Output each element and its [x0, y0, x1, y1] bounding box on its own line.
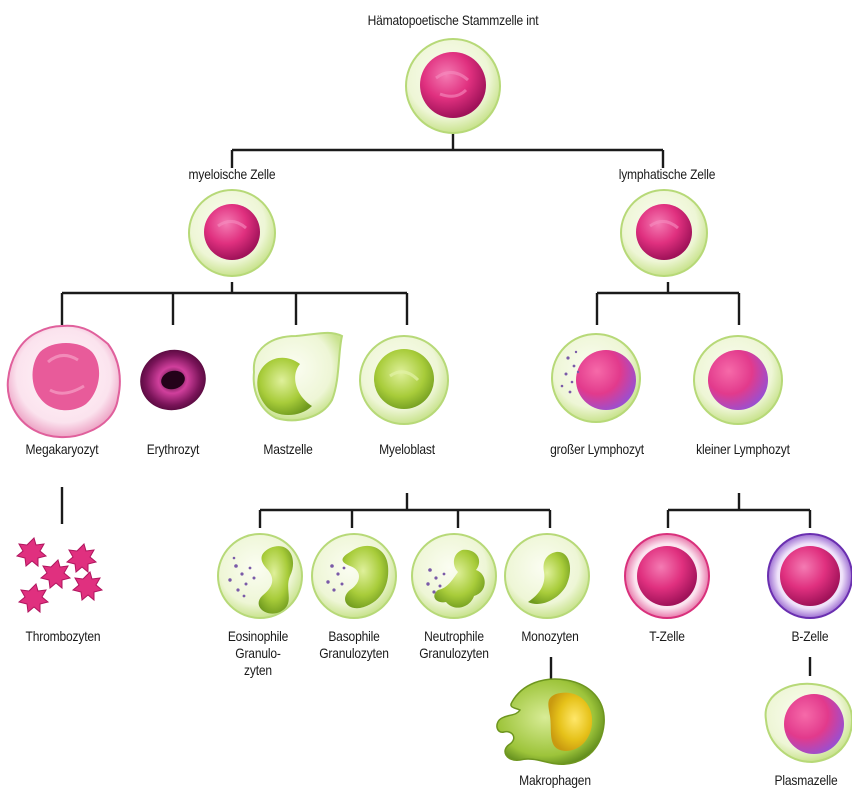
- t-cell: [625, 534, 709, 618]
- label-megakaryocyte: Megakaryozyt: [12, 441, 112, 458]
- thrombocytes: [17, 538, 102, 612]
- label-neutrophil-line-2: Granulozyten: [409, 645, 498, 662]
- eosinophil-cell: [218, 534, 302, 618]
- connector-myeloblast: [260, 493, 550, 528]
- connector-lymphoid: [597, 282, 739, 325]
- label-stem-cell: Hämatopoetische Stammzelle int: [354, 12, 552, 29]
- label-monocytes: Monozyten: [507, 628, 593, 645]
- connector-small-lymphocyte: [668, 493, 810, 528]
- label-small-lymphocyte: kleiner Lymphozyt: [679, 441, 808, 458]
- large-lymphocyte-cell: [552, 334, 640, 422]
- b-cell: [768, 534, 852, 618]
- monocyte-cell: [505, 534, 589, 618]
- label-basophil-line-1: Basophile: [309, 628, 398, 645]
- label-basophil-line-2: Granulozyten: [309, 645, 398, 662]
- megakaryocyte-cell: [8, 326, 120, 437]
- stem-cell: [406, 39, 500, 133]
- label-neutrophil-line-1: Neutrophile: [409, 628, 498, 645]
- label-t-cell: T-Zelle: [624, 628, 710, 645]
- label-basophil: Basophile Granulozyten: [309, 628, 398, 662]
- basophil-cell: [312, 534, 396, 618]
- lymphoid-progenitor-cell: [621, 190, 707, 276]
- mast-cell: [254, 333, 342, 420]
- myeloid-progenitor-cell: [189, 190, 275, 276]
- connector-root: [232, 132, 663, 168]
- label-myeloid-progenitor: myeloische Zelle: [180, 166, 283, 183]
- label-eosinophil-line-1: Eosinophile: [215, 628, 301, 645]
- label-erythrocyte: Erythrozyt: [130, 441, 216, 458]
- small-lymphocyte-cell: [694, 336, 782, 424]
- label-plasma-cell: Plasmazelle: [763, 772, 849, 789]
- myeloblast-cell: [360, 336, 448, 424]
- label-macrophages: Makrophagen: [508, 772, 603, 789]
- label-thrombocytes: Thrombozyten: [16, 628, 111, 645]
- label-neutrophil: Neutrophile Granulozyten: [409, 628, 498, 662]
- label-b-cell: B-Zelle: [767, 628, 852, 645]
- macrophage-cell: [497, 679, 604, 764]
- label-eosinophil-line-3: zyten: [215, 662, 301, 679]
- label-myeloblast: Myeloblast: [360, 441, 455, 458]
- neutrophil-cell: [412, 534, 496, 618]
- label-eosinophil-line-2: Granulo-: [215, 645, 301, 662]
- label-lymphoid-progenitor: lymphatische Zelle: [611, 166, 723, 183]
- label-mast-cell: Mastzelle: [247, 441, 330, 458]
- label-large-lymphocyte: großer Lymphozyt: [533, 441, 662, 458]
- erythrocyte-cell: [133, 342, 212, 417]
- plasma-cell: [766, 684, 852, 762]
- connector-myeloid: [62, 282, 407, 325]
- label-eosinophil: Eosinophile Granulo- zyten: [215, 628, 301, 679]
